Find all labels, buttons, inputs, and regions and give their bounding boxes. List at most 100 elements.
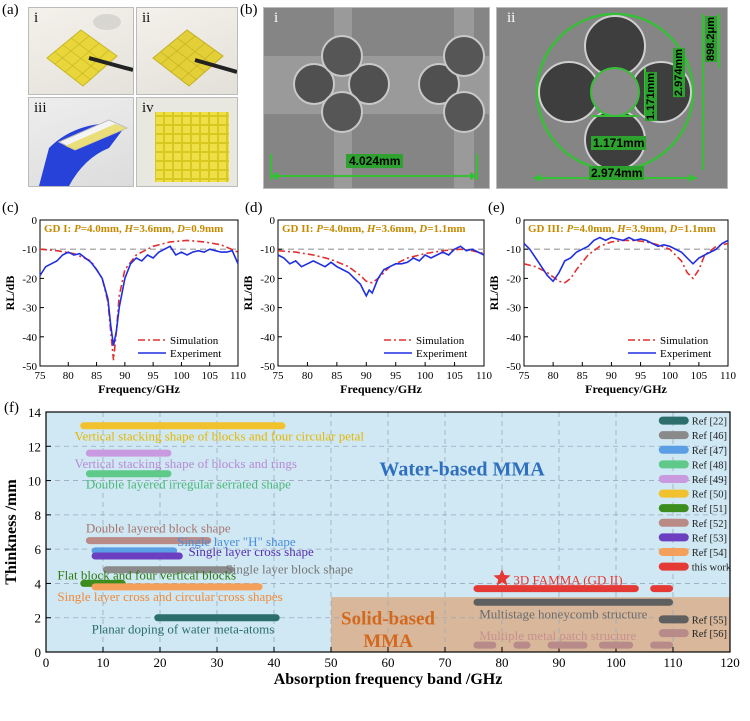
- x-tick-label: 90: [361, 370, 373, 382]
- y-tick-label: -50: [260, 361, 275, 373]
- panel-label-a: (a): [2, 2, 19, 18]
- x-tick-label: 90: [553, 655, 566, 670]
- legend-label: Experiment: [416, 348, 467, 360]
- yellow-sample-image: [46, 14, 133, 87]
- sem-dim-2974-h: 2.974mm: [589, 166, 645, 180]
- water-region-label: Water-based MMA: [379, 458, 545, 480]
- x-axis-label: Frequency/GHz: [585, 382, 667, 396]
- y-axis-label: RL/dB: [244, 276, 255, 311]
- y-tick-label: 10: [28, 474, 41, 489]
- legend-label: Simulation: [660, 335, 709, 347]
- legend-swatch: [658, 547, 689, 556]
- photo-label-i: i: [34, 10, 39, 26]
- photo-a-iv: iv: [136, 97, 238, 187]
- panel-label-d: (d): [245, 200, 263, 216]
- sem-scale-label: 4.024mm: [346, 154, 404, 168]
- photo-a-iii: iii: [28, 97, 134, 187]
- x-tick-label: 100: [173, 370, 190, 382]
- x-tick-label: 100: [606, 655, 626, 670]
- band-label: Double layered block shape: [86, 521, 231, 536]
- y-tick-label: -50: [22, 361, 37, 373]
- sem-micrograph-detail: [497, 8, 727, 188]
- legend-label: Ref [53]: [692, 533, 727, 544]
- x-tick-label: 110: [230, 370, 247, 382]
- band-bar: [650, 585, 673, 593]
- y-tick-label: 2: [35, 611, 42, 626]
- y-tick-label: 8: [35, 508, 42, 523]
- y-tick-label: 12: [28, 439, 41, 454]
- legend-label: Ref [48]: [692, 460, 727, 471]
- x-tick-label: 60: [382, 655, 395, 670]
- x-tick-label: 110: [476, 370, 492, 382]
- x-tick-label: 75: [35, 370, 47, 382]
- x-tick-label: 95: [148, 370, 160, 382]
- band-bar: [85, 449, 172, 457]
- chart-title: GD III: P=4.0mm, H=3.9mm, D=1.1mm: [528, 223, 716, 235]
- legend-label: Ref [22]: [692, 417, 727, 428]
- x-tick-label: 80: [302, 370, 314, 382]
- panel-label-b: (b): [240, 2, 258, 18]
- band-label: Vertical stacking shape of blocks and fo…: [75, 429, 365, 444]
- x-tick-label: 85: [331, 370, 343, 382]
- chart-title: GD II: P=4.0mm, H=3.6mm, D=1.1mm: [282, 223, 466, 235]
- photo-label-iii: iii: [34, 100, 47, 116]
- x-tick-label: 75: [273, 370, 285, 382]
- legend-label: Ref [54]: [692, 548, 727, 559]
- band-bar: [598, 641, 634, 649]
- yellow-sample-image: [152, 29, 237, 87]
- x-tick-label: 95: [390, 370, 402, 382]
- x-tick-label: 0: [43, 655, 50, 670]
- series-experiment-line: [277, 245, 485, 298]
- x-tick-label: 80: [548, 370, 560, 382]
- y-tick-label: -20: [260, 273, 275, 285]
- legend-swatch: [658, 460, 689, 469]
- x-tick-label: 20: [154, 655, 167, 670]
- band-label: 3D FAMMA (GD II): [513, 573, 622, 588]
- x-tick-label: 105: [201, 370, 218, 382]
- legend-label: Ref [50]: [692, 490, 727, 501]
- solid-region-label: Solid-based: [341, 609, 435, 630]
- band-bar: [473, 585, 639, 593]
- legend-swatch: [658, 416, 689, 425]
- x-tick-label: 110: [663, 655, 682, 670]
- band-bar: [91, 583, 263, 591]
- y-tick-label: -40: [260, 332, 275, 344]
- band-bar: [513, 641, 531, 649]
- x-tick-label: 85: [577, 370, 589, 382]
- legend-label: Experiment: [170, 348, 221, 360]
- y-tick-label: -20: [506, 273, 521, 285]
- x-axis-label: Frequency/GHz: [98, 382, 180, 396]
- legend-label: Experiment: [660, 348, 711, 360]
- x-tick-label: 90: [119, 370, 131, 382]
- band-bar: [85, 537, 212, 545]
- y-tick-label: 0: [270, 215, 276, 227]
- legend-label: Ref [52]: [692, 519, 727, 530]
- x-tick-label: 40: [268, 655, 281, 670]
- series-simulation-line: [523, 239, 729, 284]
- series-experiment-line: [523, 236, 729, 283]
- legend-label: Simulation: [170, 335, 219, 347]
- sem-dim-898: 898.2μm: [705, 16, 717, 63]
- photo-a-i: i: [28, 7, 134, 95]
- y-axis-label: RL/dB: [488, 276, 501, 311]
- legend-label: Simulation: [416, 335, 465, 347]
- y-tick-label: 0: [516, 215, 522, 227]
- sem-dim-2974-v: 2.974mm: [673, 48, 685, 98]
- series-simulation-line: [277, 248, 485, 284]
- photo-label-iv: iv: [142, 100, 154, 116]
- legend-label: this work: [692, 563, 732, 574]
- plot-frame: [277, 219, 485, 367]
- y-tick-label: -30: [506, 303, 521, 315]
- y-tick-label: -30: [22, 303, 37, 315]
- x-axis-label: Absorption frequency band /GHz: [274, 671, 503, 688]
- sem-dim-1171-v: 1.171mm: [645, 72, 657, 122]
- band-label: Multistage honeycomb structure: [479, 606, 647, 621]
- band-bar: [154, 614, 280, 622]
- x-tick-label: 100: [661, 370, 678, 382]
- legend-swatch: [658, 562, 689, 571]
- x-tick-label: 105: [446, 370, 463, 382]
- band-label: Single layer "H" shape: [177, 534, 296, 549]
